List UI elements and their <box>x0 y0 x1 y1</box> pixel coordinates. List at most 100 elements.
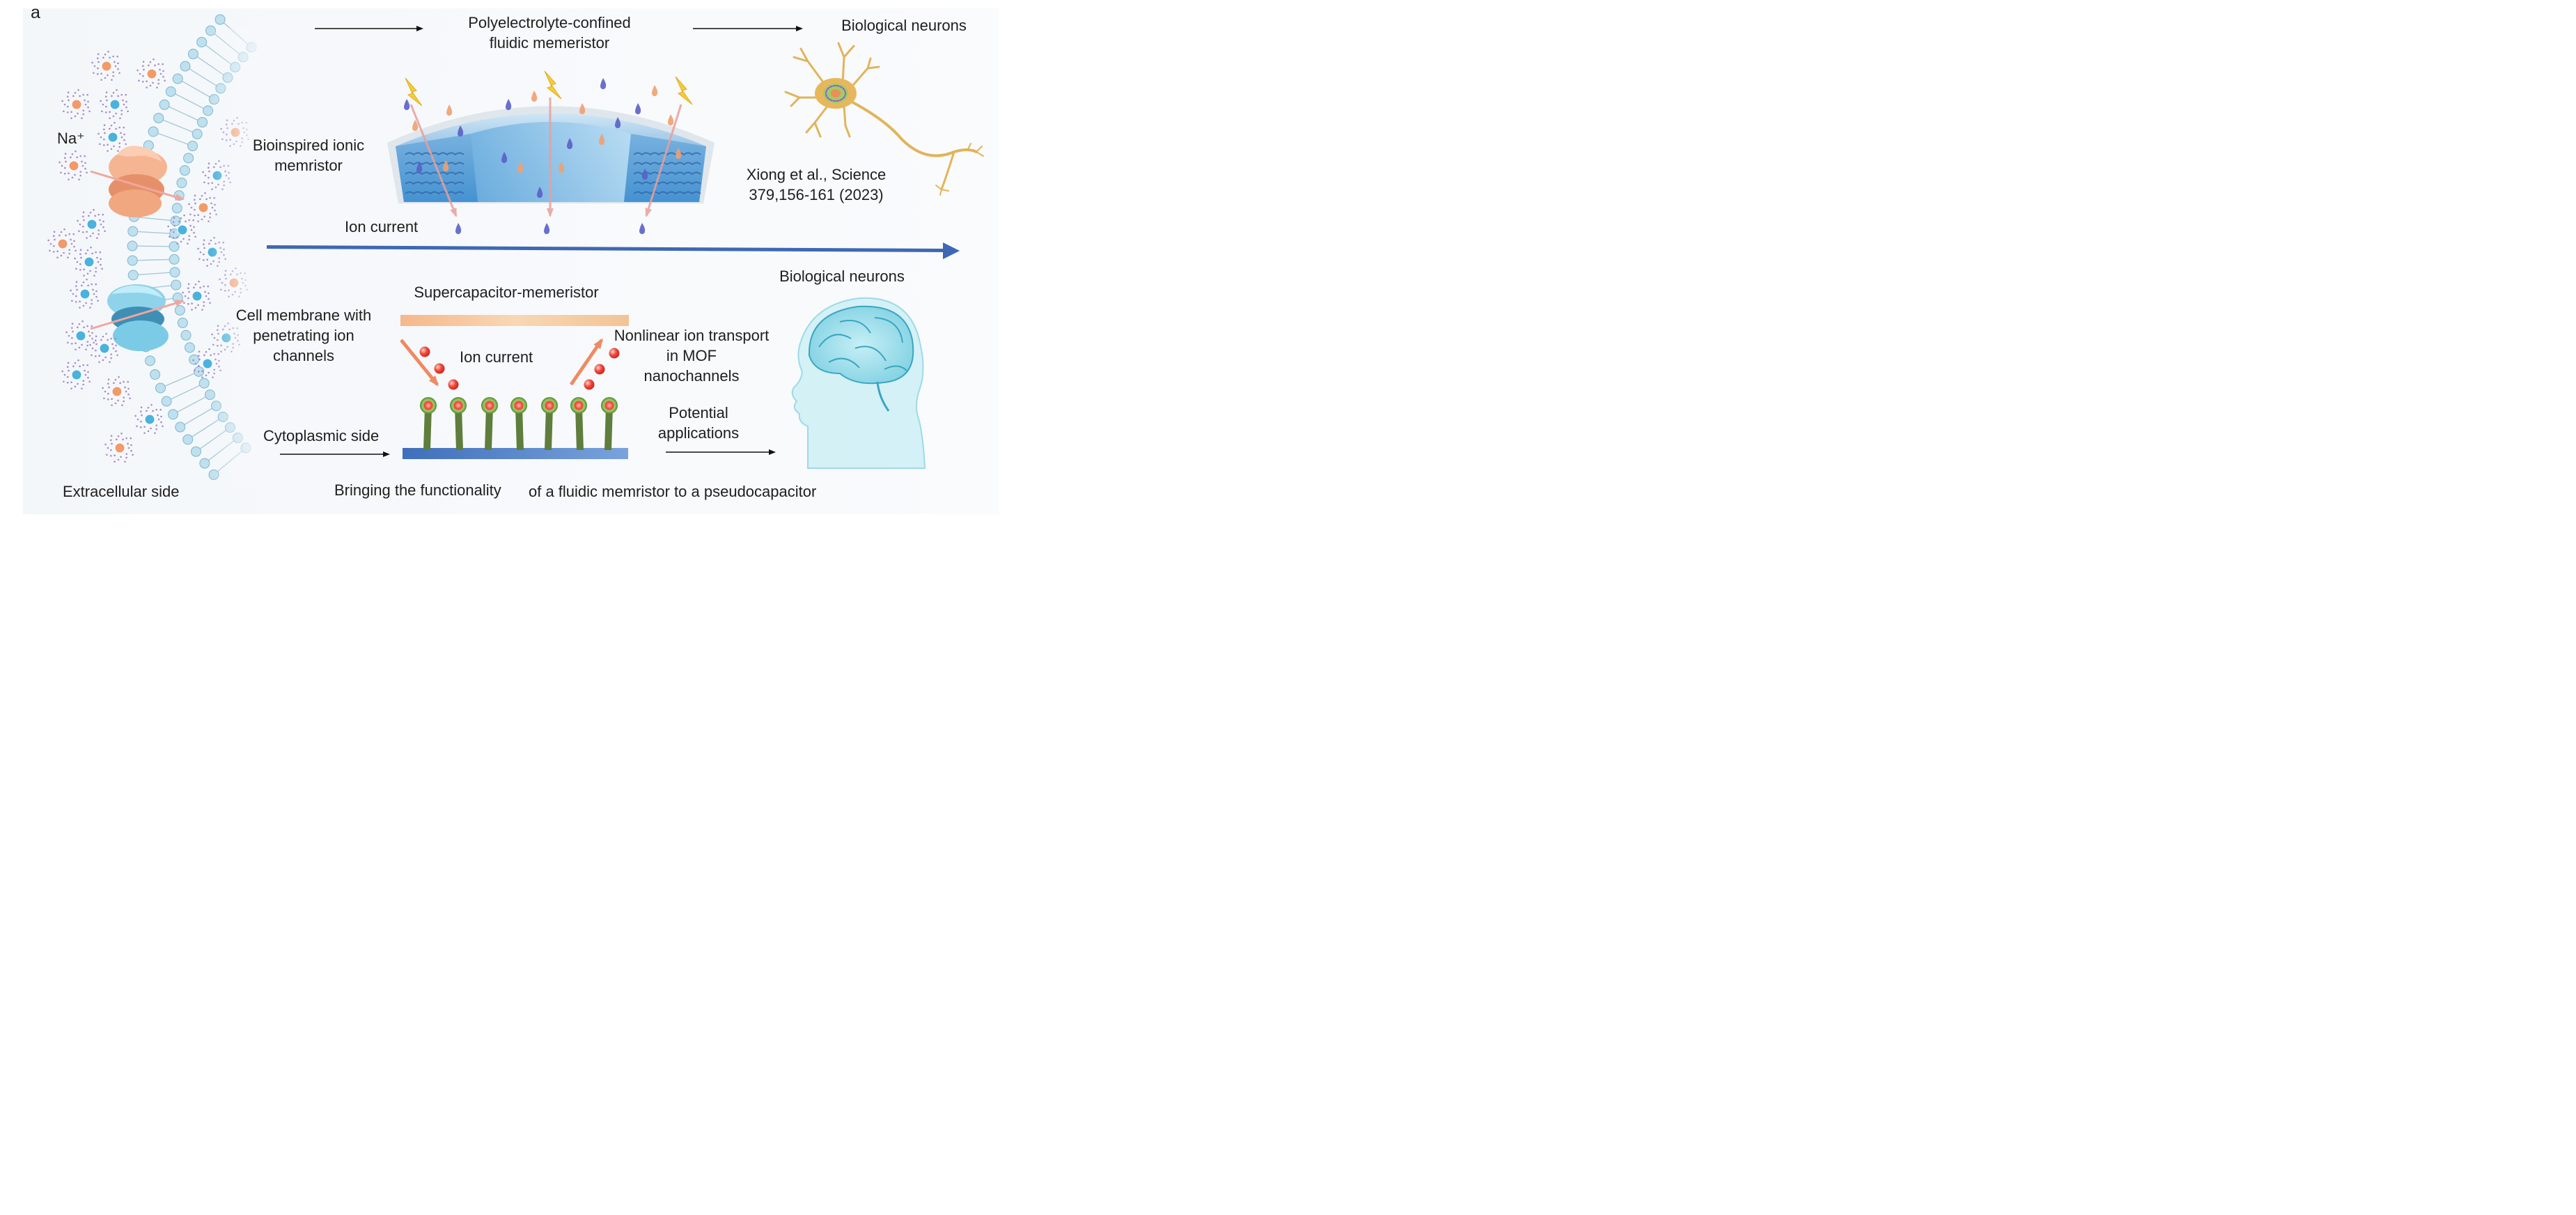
potassium-ion <box>89 332 118 363</box>
ion-droplet <box>458 125 464 137</box>
ion-droplet <box>579 103 586 114</box>
ion-droplet <box>446 105 453 116</box>
ion-droplet <box>501 152 508 163</box>
lipid-head <box>155 382 166 394</box>
mof-pillar-stem <box>575 407 584 450</box>
ion-droplet <box>635 103 641 114</box>
cytoplasmic-side-label: Cytoplasmic side <box>263 427 380 444</box>
top-ion-current-label: Ion current <box>345 218 419 235</box>
ion-channel-protein-blue <box>107 284 169 351</box>
potassium-ion <box>100 88 129 119</box>
ion-droplet <box>567 138 573 149</box>
polyelectrolyte-wave <box>405 171 465 176</box>
lipid-head <box>150 369 161 380</box>
ion-droplet <box>416 162 423 173</box>
lipid-head <box>196 36 208 47</box>
mof-pillar-head <box>481 397 498 414</box>
bioinspired-memristor-label: Bioinspired ionic memristor <box>252 137 365 174</box>
mof-pillar-stem <box>423 407 432 450</box>
mof-pillar-head <box>541 397 558 414</box>
figure-illustration <box>23 8 999 514</box>
lipid-head <box>180 330 192 341</box>
bottom-ion-current-label: Ion current <box>460 348 533 366</box>
polyelectrolyte-wave <box>633 152 701 156</box>
lightning-bolt-icon <box>675 76 693 105</box>
lipid-head <box>176 178 187 189</box>
potassium-ion <box>134 403 164 434</box>
lipid-head <box>182 434 194 445</box>
mof-nanochannel-pillars <box>420 397 618 450</box>
lipid-head <box>183 153 194 164</box>
bottom-title: Supercapacitor-memeristor <box>414 284 599 301</box>
supercapacitor-electrode-top <box>400 315 629 326</box>
ion-droplet <box>506 99 512 110</box>
membrane-fade <box>209 28 265 488</box>
panel-label: a <box>31 3 40 22</box>
extracellular-side-label: Extracellular side <box>63 483 180 500</box>
potassium-ion <box>182 280 211 311</box>
ion-droplet <box>639 223 646 234</box>
lipid-head <box>168 409 179 420</box>
polyelectrolyte-wave <box>633 191 701 195</box>
ion-droplet <box>412 120 419 131</box>
ion-droplet <box>443 160 449 171</box>
lipid-head <box>148 126 159 137</box>
ion-droplet <box>652 85 658 96</box>
lipid-head <box>190 446 201 457</box>
mof-pillar-stem <box>515 407 524 450</box>
ion-droplet <box>599 134 605 145</box>
supercapacitor-electrode-bottom <box>403 448 628 459</box>
lipid-head <box>169 267 180 278</box>
lipid-head <box>180 61 191 72</box>
ion-droplet <box>537 187 543 198</box>
red-ion <box>419 346 430 357</box>
polyelectrolyte-wave <box>405 191 465 195</box>
mof-pillar-stem <box>485 407 493 450</box>
potassium-ion <box>61 359 91 389</box>
lipid-head <box>145 355 156 366</box>
lipid-head <box>159 99 170 110</box>
figure-canvas: a Polyelectrolyte-confined fluidic memer… <box>0 0 1092 518</box>
lipid-head <box>199 458 210 469</box>
ion-path-arrow-right <box>645 104 682 217</box>
red-ions <box>419 346 620 390</box>
ion-droplet <box>615 117 621 128</box>
red-ion <box>609 348 620 359</box>
nonlinear-transport-label: Nonlinear ion transport in MOF nanochann… <box>614 327 770 385</box>
ion-droplet <box>668 114 674 125</box>
sodium-ion <box>47 228 77 258</box>
footer-caption-part1: Bringing the functionality <box>334 481 501 499</box>
ion-flow-arrow <box>90 300 185 330</box>
sodium-channel-protein-orange <box>109 146 167 217</box>
ion-in-arrow <box>400 339 439 387</box>
potential-applications-label: Potential applications <box>657 404 740 442</box>
red-ion <box>584 379 595 390</box>
sodium-ion <box>61 88 91 119</box>
lipid-head <box>184 342 195 353</box>
lipid-head <box>172 73 183 84</box>
ion-droplet <box>544 223 550 234</box>
bottom-bio-neurons-label: Biological neurons <box>779 268 905 285</box>
ion-droplet <box>676 148 682 159</box>
top-bio-neurons-label: Biological neurons <box>841 17 967 34</box>
ion-current-arrow <box>267 242 960 259</box>
ion-droplet <box>600 78 607 89</box>
sodium-ion <box>136 58 166 88</box>
lipid-head <box>169 254 180 265</box>
lipid-head <box>179 165 190 176</box>
red-ion <box>434 363 445 374</box>
lipid-head <box>192 128 203 139</box>
lipid-head <box>127 240 138 251</box>
mof-pillar-head <box>510 397 527 414</box>
lipid-head <box>161 396 172 407</box>
polyelectrolyte-chains <box>405 152 701 195</box>
neuron-illustration <box>784 42 984 196</box>
mof-pillar-head <box>420 397 437 414</box>
sodium-flow-arrow <box>90 170 185 201</box>
hydrated-ions <box>47 50 249 463</box>
lipid-head <box>175 421 186 433</box>
lipid-head <box>198 378 210 389</box>
human-head-brain-illustration <box>791 297 926 469</box>
sodium-ion <box>104 432 134 463</box>
mof-pillar-stem <box>545 407 553 450</box>
